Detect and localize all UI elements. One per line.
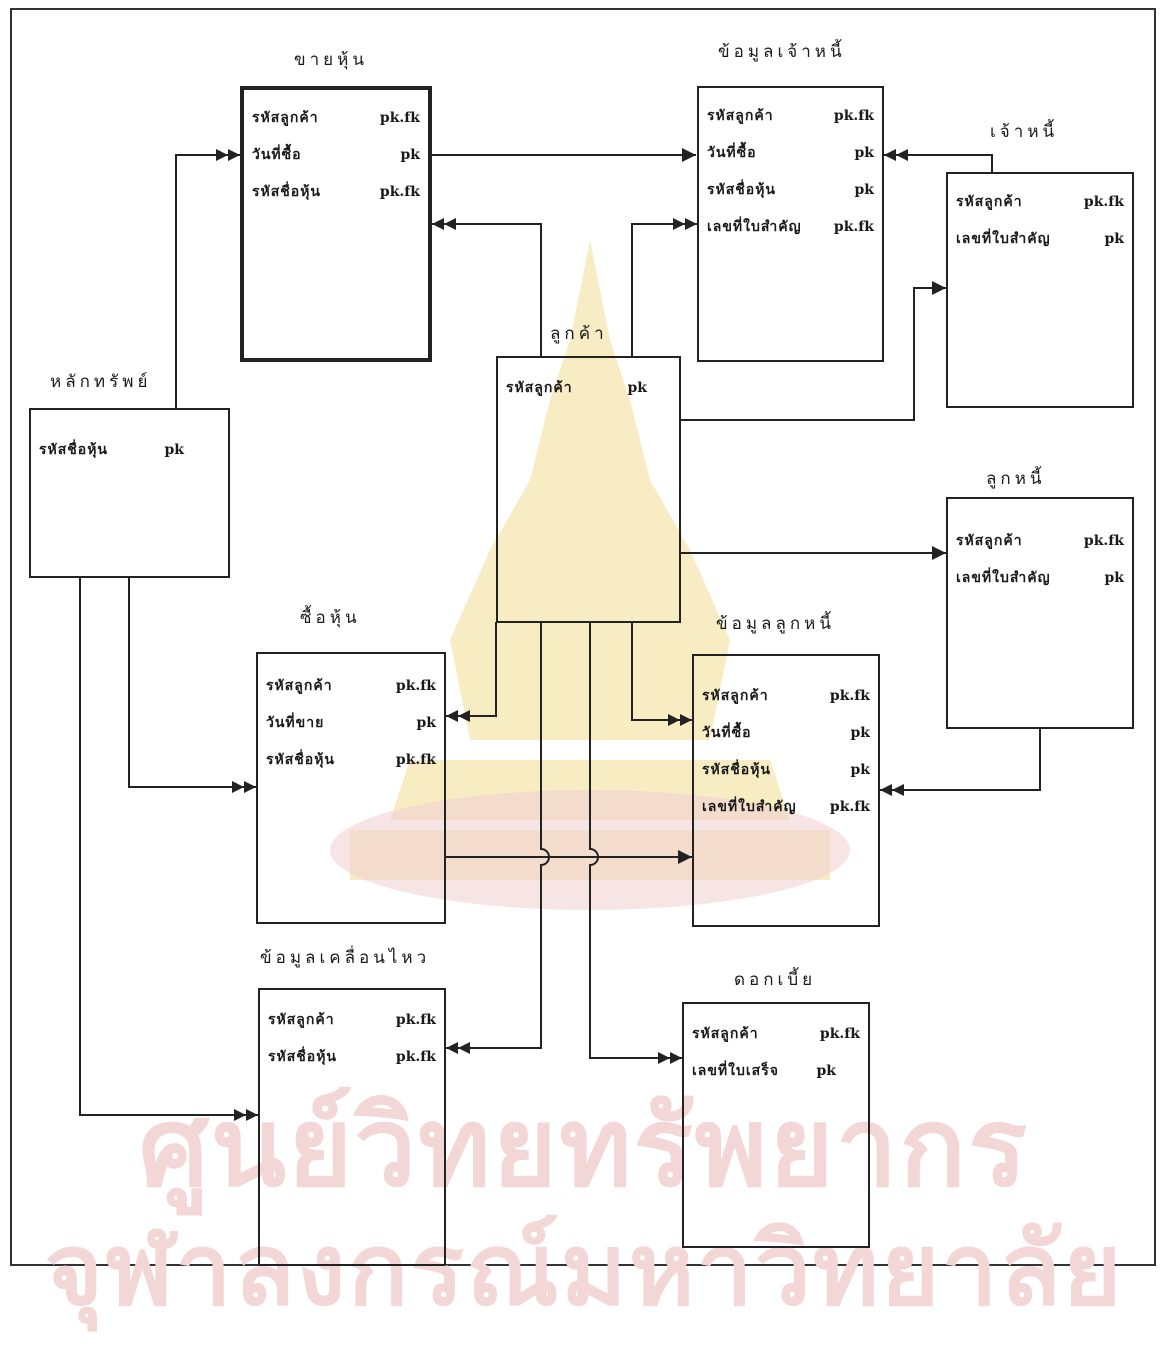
entity-title-kho-mun-luk-ni: ข้อมูลลูกหนี้ (716, 614, 835, 634)
entity-title-luk-ni: ลูกหนี้ (986, 469, 1046, 489)
link-laksap-khaihun (175, 149, 240, 408)
link-lukkha-khomunlukni (631, 622, 692, 726)
link-lukkha-khomunchaoni (631, 218, 697, 356)
link-lukkha-khluean (446, 622, 550, 1054)
link-lukkha-dokbia (589, 622, 682, 1064)
link-lukkha-suehun (446, 622, 497, 722)
link-laksap-khluean (79, 577, 258, 1121)
link-lukni-khomunlukni (880, 728, 1041, 796)
link-chaoni-khomunchaoni (884, 149, 993, 172)
entity-title-sue-hun: ซื้อหุ้น (300, 608, 361, 628)
entity-title-dok-bia: ดอกเบี้ย (734, 970, 817, 990)
entity-title-lak-sap: หลักทรัพย์ (50, 372, 152, 392)
entity-title-chao-ni: เจ้าหนี้ (990, 122, 1059, 142)
link-laksap-suehun (128, 577, 256, 793)
er-diagram-canvas: ศูนย์วิทยทรัพยากร จุฬาลงกรณ์มหาวิทยาลัย (10, 8, 1156, 1328)
entity-title-khai-hun: ขายหุ้น (294, 50, 368, 70)
watermark-line-1: ศูนย์วิทยทรัพยากร (138, 1083, 1030, 1211)
entity-title-kho-mun-khluean-wai: ข้อมูลเคลื่อนไหว (260, 948, 431, 968)
entity-title-luk-kha: ลูกค้า (550, 324, 608, 344)
link-lukkha-khaihun (432, 218, 542, 356)
entity-title-kho-mun-chao-ni: ข้อมูลเจ้าหนี้ (718, 42, 846, 62)
link-lukkha-chaoni (680, 281, 946, 421)
diagram-frame (10, 8, 1156, 1266)
relationship-lines (79, 148, 1041, 1121)
